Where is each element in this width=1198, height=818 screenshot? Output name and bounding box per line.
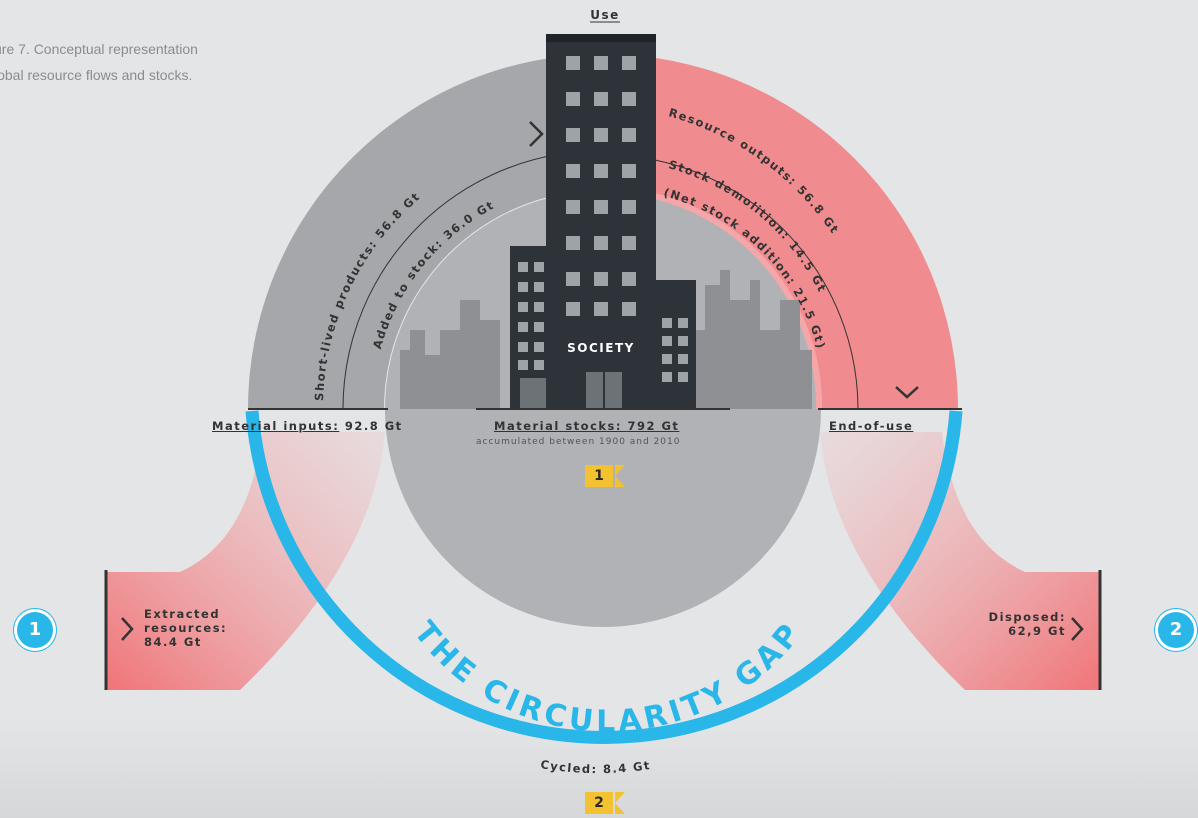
end-of-use-label: End-of-use [829, 419, 914, 433]
extracted-line-2: resources: [144, 621, 228, 635]
demolition-guide-arc [654, 159, 859, 410]
disposed-line-2: 62,9 Gt [1008, 624, 1066, 638]
figure-caption: ure 7. Conceptual representation lobal r… [0, 41, 198, 83]
circularity-gap-title: THE CIRCULARITY GAP [407, 615, 810, 740]
material-inputs-label: Material inputs: 92.8 Gt [212, 419, 403, 433]
output-arc-inner [640, 190, 823, 409]
stock-guide-arc [342, 153, 561, 410]
extracted-line-3: 84.4 Gt [144, 635, 202, 649]
material-stocks-label: Material stocks: 792 Gt [494, 419, 680, 433]
cycled-label: Cycled: 8.4 Gt [540, 757, 652, 776]
cycle-ring [245, 410, 963, 744]
use-label: Use [590, 8, 620, 22]
material-stocks-note: accumulated between 1900 and 2010 [476, 437, 681, 447]
marker-1-button[interactable]: 1 [17, 612, 53, 648]
material-inputs-value: 92.8 Gt [344, 419, 403, 433]
flag-1-marker[interactable]: 1 [585, 465, 625, 487]
extracted-label: Extracted resources: 84.4 Gt [144, 607, 227, 649]
chevron-down-icon [895, 386, 919, 399]
material-inputs-title: Material inputs: [212, 419, 340, 433]
disposed-label: Disposed: 62,9 Gt [968, 610, 1066, 638]
extracted-line-1: Extracted [144, 607, 221, 621]
city-skyline [400, 270, 812, 409]
society-label: SOCIETY [567, 341, 635, 355]
disposed-band [820, 432, 1100, 690]
society-buildings [510, 34, 696, 409]
output-arc [603, 54, 958, 409]
input-arc [248, 54, 603, 409]
marker-2-button[interactable]: 2 [1158, 612, 1194, 648]
flag-2-marker[interactable]: 2 [585, 792, 625, 814]
chevron-right-icon [1071, 617, 1084, 641]
chevron-right-icon [529, 121, 544, 147]
disposed-line-1: Disposed: [988, 610, 1066, 624]
extracted-band [107, 432, 385, 690]
chevron-right-icon [121, 617, 134, 641]
